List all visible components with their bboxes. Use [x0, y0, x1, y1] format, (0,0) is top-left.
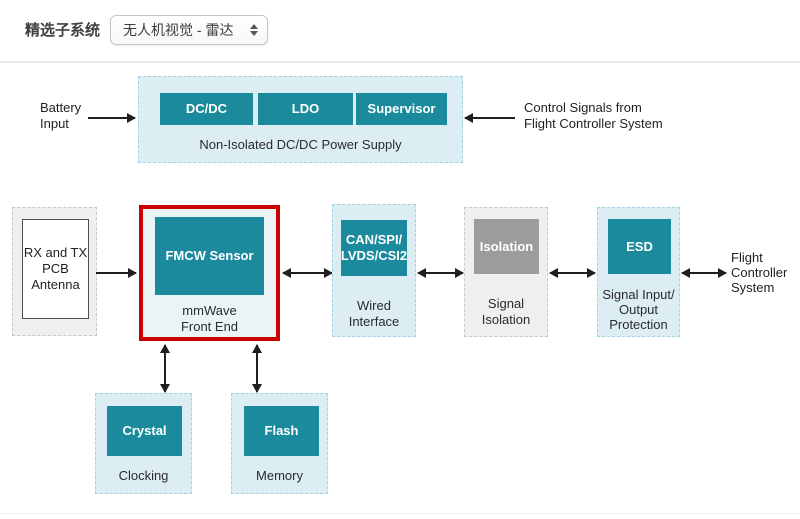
- io-protection-panel: ESD Signal Input/ Output Protection: [597, 207, 680, 337]
- block-esd[interactable]: ESD: [608, 219, 671, 274]
- antenna-panel: RX and TX PCB Antenna: [12, 207, 97, 336]
- clocking-caption: Clocking: [118, 468, 169, 483]
- chevron-up-icon: [250, 24, 258, 29]
- wired-interface-caption: Wired Interface: [348, 298, 400, 329]
- block-ldo[interactable]: LDO: [258, 93, 353, 125]
- block-can-spi-lvds-csi2[interactable]: CAN/SPI/ LVDS/CSI2: [341, 220, 407, 276]
- subsystem-select-value: 无人机视觉 - 雷达: [123, 22, 234, 38]
- block-crystal[interactable]: Crystal: [107, 406, 182, 456]
- page-title: 精选子系统: [25, 22, 101, 39]
- battery-input-label: Battery Input: [40, 100, 82, 131]
- arrow-battery-to-power: [88, 113, 136, 123]
- arrow-mmwave-wired: [282, 268, 333, 278]
- arrow-control-to-power: [464, 113, 515, 123]
- block-dcdc[interactable]: DC/DC: [160, 93, 253, 125]
- header-divider: [0, 61, 800, 63]
- arrow-wired-isolation: [417, 268, 464, 278]
- power-supply-caption: Non-Isolated DC/DC Power Supply: [199, 137, 402, 152]
- block-flash[interactable]: Flash: [244, 406, 319, 456]
- bottom-divider: [0, 513, 800, 514]
- up-down-stepper-icon: [250, 24, 258, 36]
- block-fmcw-sensor[interactable]: FMCW Sensor: [155, 217, 264, 295]
- arrow-isolation-esd: [549, 268, 596, 278]
- block-isolation[interactable]: Isolation: [474, 219, 539, 274]
- arrow-mmwave-clocking: [160, 344, 170, 393]
- flight-controller-label: Flight Controller System: [731, 250, 788, 295]
- io-protection-caption: Signal Input/ Output Protection: [602, 287, 675, 332]
- arrow-antenna-to-mmwave: [96, 268, 137, 278]
- signal-isolation-caption: Signal Isolation: [481, 296, 531, 327]
- wired-interface-panel: CAN/SPI/ LVDS/CSI2 Wired Interface: [332, 204, 416, 337]
- subsystem-select[interactable]: 无人机视觉 - 雷达: [110, 15, 268, 45]
- control-signals-label: Control Signals from Flight Controller S…: [524, 100, 663, 131]
- arrow-mmwave-memory: [252, 344, 262, 393]
- chevron-down-icon: [250, 31, 258, 36]
- mmwave-caption: mmWave Front End: [180, 303, 239, 334]
- arrow-esd-flight: [681, 268, 727, 278]
- power-supply-panel: DC/DC LDO Supervisor Non-Isolated DC/DC …: [138, 76, 463, 163]
- memory-caption: Memory: [256, 468, 303, 483]
- signal-isolation-panel: Isolation Signal Isolation: [464, 207, 548, 337]
- mmwave-front-end-panel[interactable]: FMCW Sensor mmWave Front End: [139, 205, 280, 341]
- block-supervisor[interactable]: Supervisor: [356, 93, 447, 125]
- clocking-panel: Crystal Clocking: [95, 393, 192, 494]
- block-antenna[interactable]: RX and TX PCB Antenna: [22, 219, 89, 319]
- memory-panel: Flash Memory: [231, 393, 328, 494]
